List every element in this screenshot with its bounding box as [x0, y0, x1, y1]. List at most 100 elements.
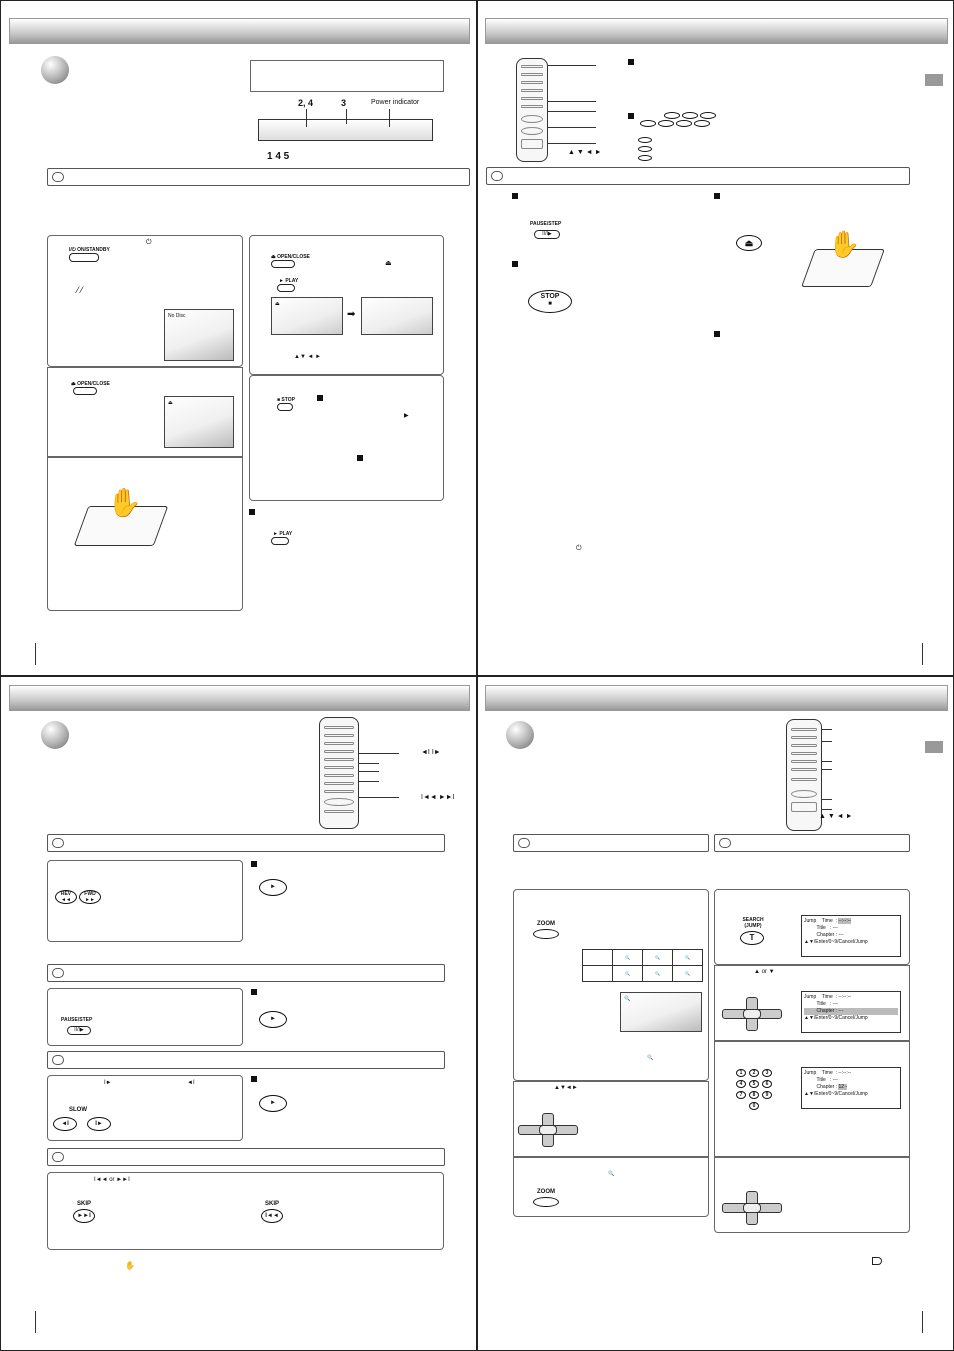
- zoom-button-2[interactable]: [533, 1197, 559, 1207]
- callout-3: 3: [341, 98, 347, 108]
- play-button-round[interactable]: ►: [259, 1011, 287, 1028]
- tv-screen-no-disc: No Disc: [164, 309, 234, 361]
- jump-menu-time: Jump Time : --:--:-- Title : --- Chapter…: [801, 915, 901, 957]
- play-button[interactable]: [277, 284, 295, 292]
- play-button-2[interactable]: [271, 537, 289, 545]
- num-0[interactable]: 0: [749, 1102, 759, 1110]
- page-margin-mark: [922, 643, 923, 665]
- section-marker: [41, 721, 69, 749]
- num-4[interactable]: 4: [736, 1080, 746, 1088]
- section-bar: [47, 964, 445, 982]
- slow-label: SLOW: [69, 1107, 87, 1113]
- num-7[interactable]: 7: [736, 1091, 746, 1099]
- skip-label: SKIP: [77, 1201, 92, 1207]
- play-button-round[interactable]: ►: [259, 879, 287, 896]
- leader-line: [822, 769, 832, 770]
- play-label: ► PLAY: [279, 278, 299, 284]
- num-6[interactable]: 6: [762, 1080, 772, 1088]
- stop-button-large[interactable]: STOP■: [528, 290, 572, 313]
- cursor-arrows-label: ▲ ▼ ◄ ►: [819, 813, 853, 820]
- button-oval: [694, 120, 710, 127]
- arrow-right-icon: ➡: [347, 309, 356, 320]
- power-indicator-label: Power indicator: [371, 99, 420, 106]
- num-1[interactable]: 1: [736, 1069, 746, 1077]
- screen-text: No Disc: [168, 313, 186, 319]
- on-standby-button[interactable]: [69, 253, 99, 262]
- skip-box: [47, 1172, 444, 1250]
- cursor-pad[interactable]: [722, 997, 782, 1031]
- stop-icon: [317, 395, 323, 401]
- play-label-2: ► PLAY: [273, 531, 293, 537]
- skip-rev-button[interactable]: I◄◄: [261, 1209, 283, 1223]
- page-top-left: 2, 4 3 Power indicator 1 4 5 I/⏻ ON/STAN…: [0, 0, 477, 676]
- fast-scan-box: [47, 860, 243, 942]
- slow-fwd-button[interactable]: I►: [87, 1117, 111, 1131]
- section-tab-marker: [925, 74, 943, 86]
- eject-button-large[interactable]: ⏏: [736, 235, 762, 251]
- button-oval: [638, 155, 652, 161]
- continued-icon: [872, 1257, 882, 1265]
- hand-disc-icon: ✋: [828, 229, 861, 259]
- leader-line: [359, 763, 379, 764]
- slow-rev-button[interactable]: ◄I: [53, 1117, 77, 1131]
- num-5[interactable]: 5: [749, 1080, 759, 1088]
- open-close-label-2: ⏏ OPEN/CLOSE: [271, 254, 310, 260]
- bullet-icon: [512, 261, 518, 267]
- zoom-step-box: [513, 889, 709, 1081]
- fwd-button[interactable]: FWD►►: [79, 890, 101, 904]
- page-header: [9, 18, 470, 44]
- num-3[interactable]: 3: [762, 1069, 772, 1077]
- num-8[interactable]: 8: [749, 1091, 759, 1099]
- remote-control: [319, 717, 359, 829]
- cursor-pad[interactable]: [518, 1113, 578, 1147]
- search-button[interactable]: T: [740, 931, 764, 945]
- bullet-icon: [249, 509, 255, 515]
- bullet-icon: [251, 1076, 257, 1082]
- button-oval: [638, 137, 652, 143]
- page-header: [485, 685, 948, 711]
- play-button-round[interactable]: ►: [259, 1095, 287, 1112]
- cursor-pad[interactable]: [722, 1191, 782, 1225]
- button-oval: [658, 120, 674, 127]
- arrows-hint: ▲▼◄►: [554, 1085, 578, 1091]
- page-margin-mark: [35, 643, 36, 665]
- rev-button[interactable]: REV◄◄: [55, 890, 77, 904]
- num-9[interactable]: 9: [762, 1091, 772, 1099]
- jump-menu-chapter: Jump Time : --:--:-- Title : --- Chapter…: [801, 991, 901, 1033]
- search-label: SEARCH (JUMP): [742, 917, 764, 929]
- leader-line: [359, 781, 379, 782]
- section-bar: [47, 834, 445, 852]
- resume-marker-icon: ▶: [404, 413, 409, 419]
- zoom-icon-inline: 🔍: [647, 1055, 654, 1061]
- leader-line: [822, 809, 832, 810]
- slow-box: [47, 1075, 243, 1141]
- leader-line: [389, 109, 390, 127]
- zoom-button[interactable]: [533, 929, 559, 939]
- search-arrows-hint: ▲ or ▼: [754, 969, 775, 975]
- pause-step-button[interactable]: II/I▶: [534, 230, 560, 239]
- number-pad: 1 2 3 4 5 6 7 8 9 0: [736, 1069, 776, 1121]
- page-bottom-right: ▲ ▼ ◄ ► ZOOM 🔍🔍🔍 🔍🔍🔍 🔍 🔍 ▲▼◄► 🔍 ZOOM SEA…: [477, 676, 954, 1351]
- skip-fwd-button[interactable]: ►►I: [73, 1209, 95, 1223]
- pause-step-button[interactable]: II/I▶: [67, 1026, 91, 1035]
- leader-line: [548, 127, 596, 128]
- slow-rev-hint: ◄I: [187, 1080, 195, 1086]
- open-close-button[interactable]: [73, 387, 97, 395]
- num-2[interactable]: 2: [749, 1069, 759, 1077]
- section-bar: [47, 168, 470, 186]
- leader-line: [548, 101, 596, 102]
- slow-fwd-hint: I►: [104, 1080, 112, 1086]
- blink-indicator-icon: ⁄ ⁄: [77, 285, 83, 295]
- zoom-label: ZOOM: [537, 921, 555, 927]
- open-close-button-2[interactable]: [271, 260, 295, 268]
- section-tab-marker: [925, 741, 943, 753]
- hand-disc-icon: ✋: [107, 487, 142, 518]
- section-marker: [41, 56, 69, 84]
- page-margin-mark: [922, 1311, 923, 1333]
- tv-screen-eject: ⏏: [271, 297, 343, 335]
- skip-hint: I◄◄ or ►►I: [94, 1177, 130, 1183]
- bullet-icon: [628, 59, 634, 65]
- leader-line: [822, 729, 832, 730]
- button-oval: [700, 112, 716, 119]
- stop-button[interactable]: [277, 403, 293, 411]
